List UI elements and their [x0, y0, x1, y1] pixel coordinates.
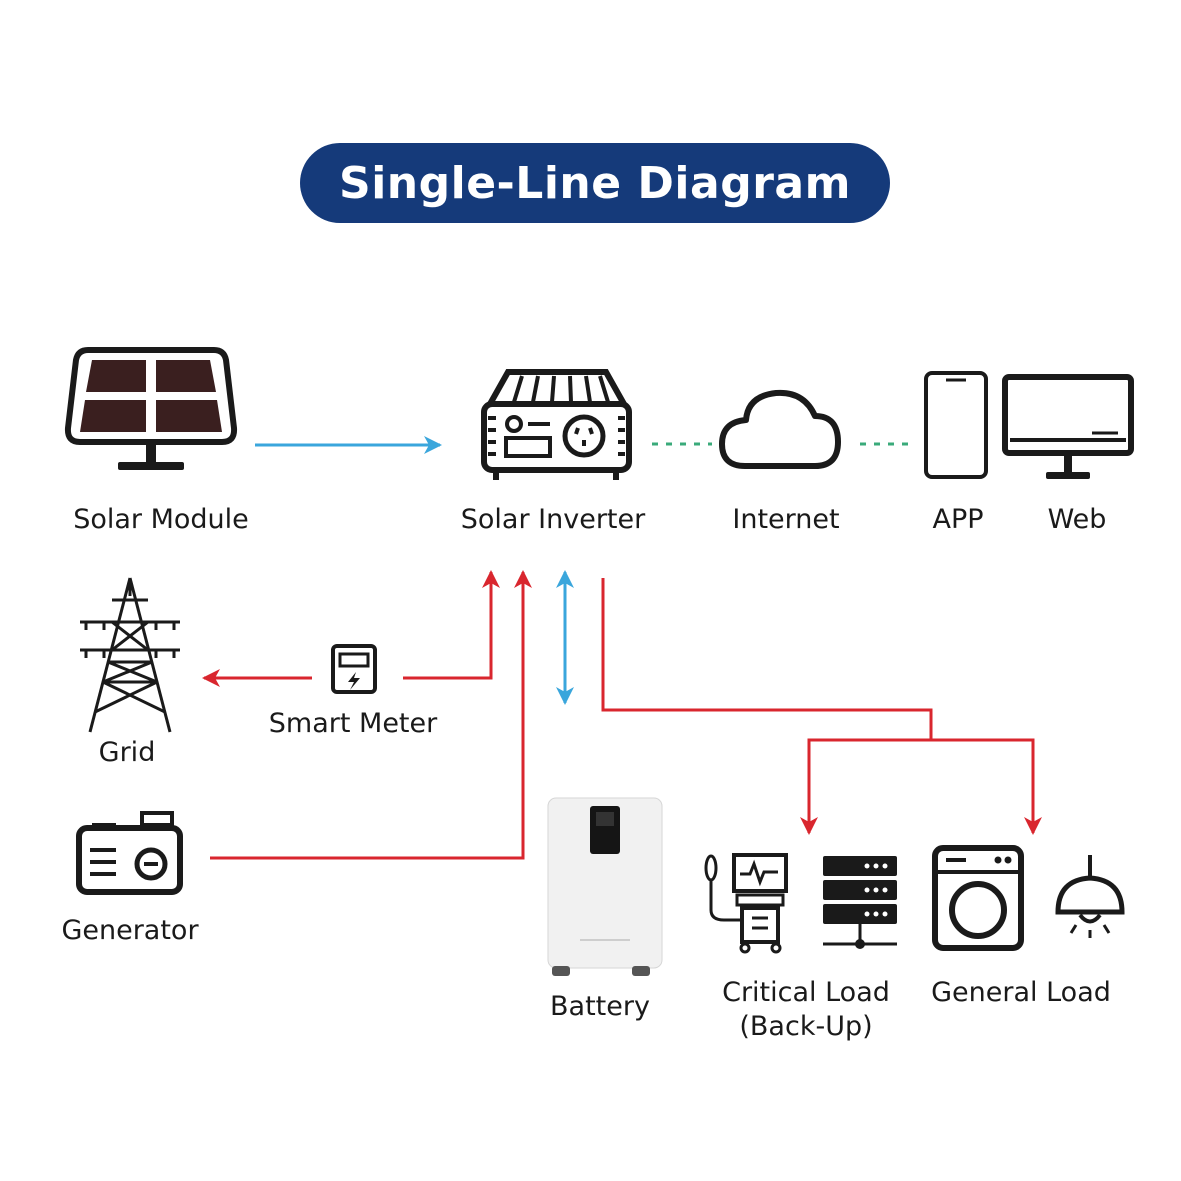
server-rack-icon	[823, 856, 897, 949]
web-label: Web	[1047, 504, 1107, 535]
generator-label: Generator	[61, 915, 199, 946]
washing-machine-icon	[932, 845, 1024, 951]
critical-load-sublabel: (Back-Up)	[739, 1011, 873, 1042]
solar-inverter-label: Solar Inverter	[460, 504, 646, 535]
solar-module-label: Solar Module	[73, 504, 249, 535]
title-banner: Single-Line Diagram	[300, 143, 890, 223]
battery-label: Battery	[550, 991, 650, 1022]
ceiling-lamp-icon	[1055, 855, 1125, 938]
inverter-icon	[481, 369, 632, 480]
inverter-to-loads-line	[601, 578, 933, 740]
general-load-label: General Load	[931, 977, 1111, 1008]
grid-label: Grid	[98, 737, 156, 768]
generator-icon	[76, 811, 183, 895]
monitor-icon	[1002, 374, 1134, 479]
app-label: APP	[932, 504, 984, 535]
to-general-load-arrow	[931, 738, 1042, 835]
medical-monitor-icon	[704, 853, 788, 954]
meter-icon	[331, 644, 377, 694]
smartphone-icon	[924, 371, 988, 479]
battery-unit-icon	[547, 797, 663, 976]
connectors	[202, 436, 1042, 860]
generator-to-inverter-arrow	[210, 570, 532, 860]
critical-load-label: Critical Load	[722, 977, 890, 1008]
cloud-icon	[719, 389, 841, 469]
internet-label: Internet	[732, 504, 840, 535]
smart-meter-label: Smart Meter	[268, 708, 438, 739]
page-title: Single-Line Diagram	[339, 157, 851, 209]
meter-to-inverter-arrow	[403, 570, 500, 680]
to-critical-load-arrow	[800, 738, 931, 835]
power-tower-icon	[80, 577, 180, 733]
solar-panel-icon	[64, 347, 238, 470]
